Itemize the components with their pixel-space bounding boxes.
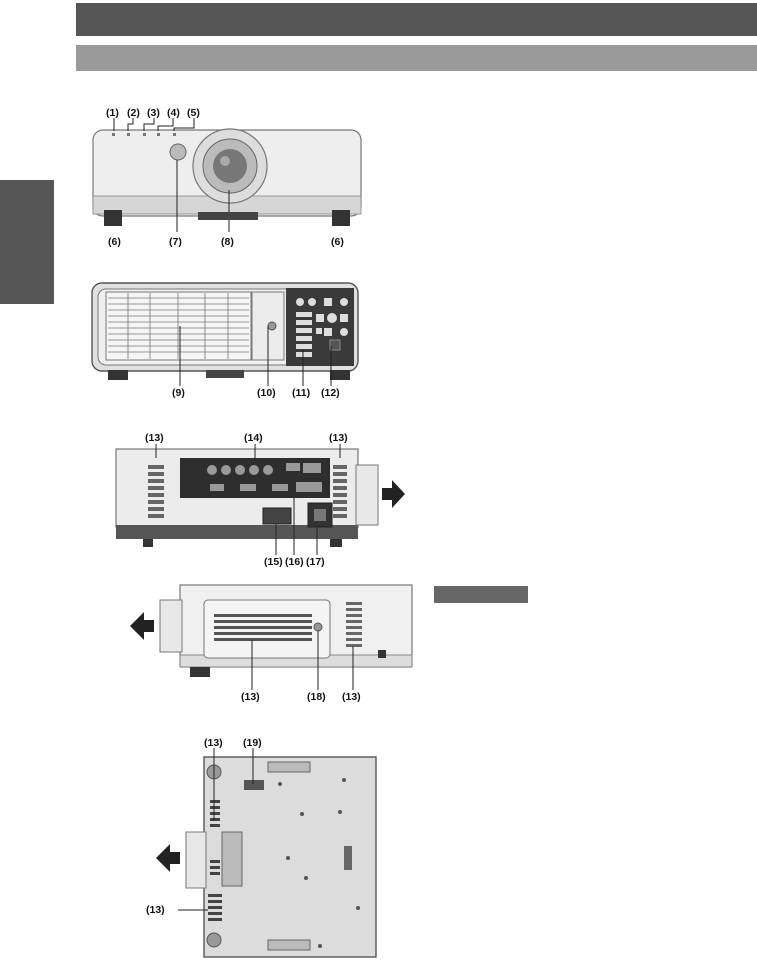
callout-9: (9) — [172, 387, 185, 399]
callout-14: (14) — [244, 432, 263, 444]
callout-13-d: (13) — [342, 691, 361, 703]
callout-13-a: (13) — [145, 432, 164, 444]
callout-8: (8) — [221, 236, 234, 248]
callout-7: (7) — [169, 236, 182, 248]
chapter-side-tab — [0, 180, 54, 304]
callout-13-e: (13) — [204, 737, 223, 749]
callout-17: (17) — [306, 556, 325, 568]
callout-19: (19) — [243, 737, 262, 749]
bottom-view-illustration — [156, 748, 377, 958]
callout-4: (4) — [167, 107, 180, 119]
callout-1: (1) — [106, 107, 119, 119]
callout-16: (16) — [285, 556, 304, 568]
callout-2: (2) — [127, 107, 140, 119]
callout-12: (12) — [321, 387, 340, 399]
note-badge — [434, 586, 528, 603]
subsection-header-bar — [76, 45, 757, 71]
callout-15: (15) — [264, 556, 283, 568]
callout-13-b: (13) — [329, 432, 348, 444]
callout-13-c: (13) — [241, 691, 260, 703]
side-view-connectors-illustration — [115, 444, 405, 555]
callout-3: (3) — [147, 107, 160, 119]
side-view-filter-illustration — [130, 584, 413, 690]
callout-11: (11) — [292, 387, 311, 399]
callout-5: (5) — [187, 107, 200, 119]
callout-10: (10) — [257, 387, 276, 399]
callout-6-right: (6) — [331, 236, 344, 248]
callout-18: (18) — [307, 691, 326, 703]
section-header-bar — [76, 3, 757, 36]
front-view-illustration — [92, 118, 362, 232]
callout-6-left: (6) — [108, 236, 121, 248]
callout-13-f: (13) — [146, 904, 165, 916]
rear-view-illustration — [91, 282, 359, 386]
